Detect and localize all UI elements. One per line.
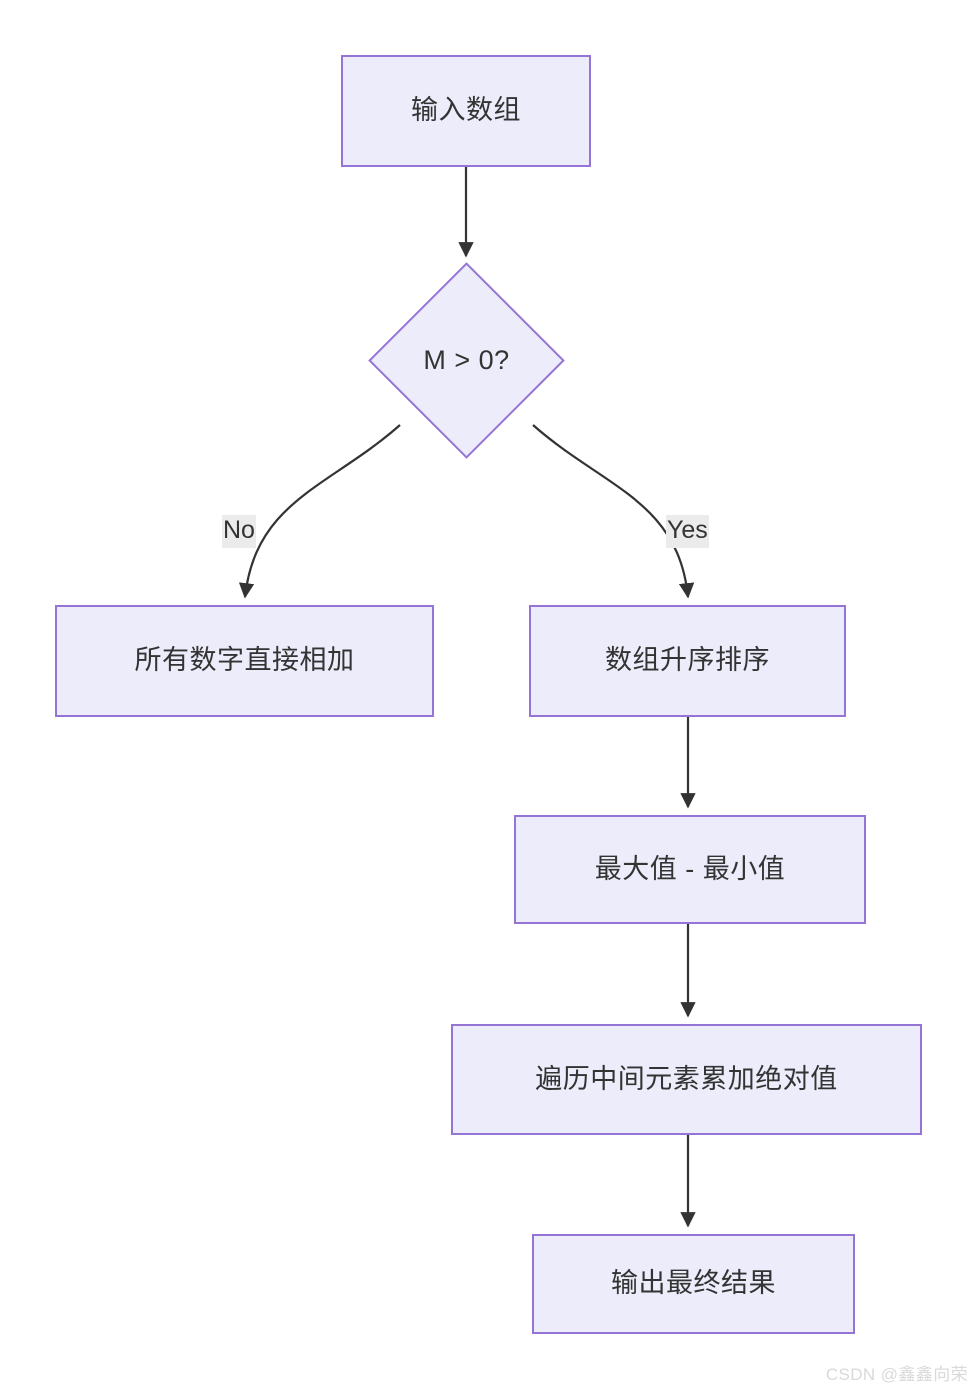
node-input-array[interactable]: 输入数组 — [341, 55, 591, 167]
edge-label-no: No — [222, 515, 256, 548]
node-label: 数组升序排序 — [605, 645, 770, 676]
node-label: 输出最终结果 — [611, 1268, 776, 1299]
node-max-minus-min[interactable]: 最大值 - 最小值 — [514, 815, 866, 924]
node-label: 最大值 - 最小值 — [594, 853, 786, 884]
node-decision-m-gt-0[interactable]: M > 0? — [368, 262, 565, 459]
node-label: 输入数组 — [411, 95, 521, 126]
edge-label-text: No — [223, 516, 255, 544]
watermark: CSDN @鑫鑫向荣 — [826, 1360, 968, 1385]
node-sum-all-numbers[interactable]: 所有数字直接相加 — [55, 605, 434, 717]
node-traverse-middle-abs-sum[interactable]: 遍历中间元素累加绝对值 — [451, 1024, 922, 1135]
node-sort-ascending[interactable]: 数组升序排序 — [529, 605, 846, 717]
edge-label-yes: Yes — [666, 515, 709, 548]
watermark-text: CSDN @鑫鑫向荣 — [825, 1365, 968, 1384]
node-label: 遍历中间元素累加绝对值 — [535, 1063, 838, 1094]
edge-label-text: Yes — [667, 516, 708, 544]
node-label: M > 0? — [423, 345, 510, 375]
node-output-final-result[interactable]: 输出最终结果 — [532, 1234, 855, 1334]
node-label: 所有数字直接相加 — [134, 645, 355, 676]
